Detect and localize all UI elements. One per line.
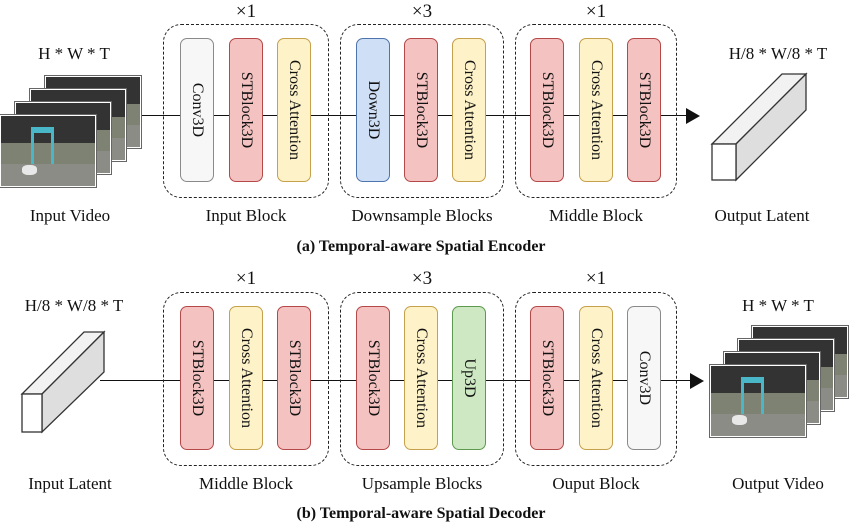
encoder-cross-attention-block: Cross Attention bbox=[277, 38, 311, 182]
encoder-group-3-label: Middle Block bbox=[549, 206, 643, 225]
encoder-middle-block-group bbox=[515, 24, 677, 198]
decoder-stblock3d-block: STBlock3D bbox=[356, 306, 390, 450]
encoder-output-dims: H/8 * W/8 * T bbox=[728, 44, 828, 63]
decoder-input-dims: H/8 * W/8 * T bbox=[24, 296, 124, 315]
encoder-cross-attention-block: Cross Attention bbox=[579, 38, 613, 182]
decoder-cross-attention-block: Cross Attention bbox=[579, 306, 613, 450]
encoder-cross-attention-block: Cross Attention bbox=[452, 38, 486, 182]
decoder-cross-attention-block: Cross Attention bbox=[229, 306, 263, 450]
decoder-group-3-label: Ouput Block bbox=[552, 474, 640, 493]
decoder-cross-attention-block: Cross Attention bbox=[404, 306, 438, 450]
encoder-down3d-block: Down3D bbox=[356, 38, 390, 182]
decoder-group-3-multiplier: ×1 bbox=[585, 268, 607, 289]
encoder-caption: (a) Temporal-aware Spatial Encoder bbox=[296, 238, 546, 255]
encoder-input-name: Input Video bbox=[29, 206, 111, 225]
video-frame bbox=[0, 115, 96, 187]
decoder-group-2-label: Upsample Blocks bbox=[361, 474, 483, 493]
encoder-output-name: Output Latent bbox=[714, 206, 810, 225]
encoder-group-2-multiplier: ×3 bbox=[411, 1, 433, 22]
decoder-output-block-group bbox=[515, 292, 677, 466]
encoder-downsample-blocks-group bbox=[340, 24, 504, 198]
encoder-conv3d-block: Conv3D bbox=[180, 38, 214, 182]
decoder-input-name: Input Latent bbox=[28, 474, 112, 493]
decoder-arrow-head bbox=[690, 373, 704, 389]
encoder-stblock3d-block: STBlock3D bbox=[530, 38, 564, 182]
decoder-output-name: Output Video bbox=[732, 474, 824, 493]
encoder-group-1-multiplier: ×1 bbox=[235, 1, 257, 22]
encoder-stblock3d-block: STBlock3D bbox=[229, 38, 263, 182]
encoder-stblock3d-block: STBlock3D bbox=[404, 38, 438, 182]
encoder-group-2-label: Downsample Blocks bbox=[351, 206, 493, 225]
video-frame bbox=[710, 365, 806, 437]
decoder-group-1-label: Middle Block bbox=[199, 474, 293, 493]
decoder-conv3d-block: Conv3D bbox=[627, 306, 661, 450]
decoder-upsample-blocks-group bbox=[340, 292, 504, 466]
decoder-stblock3d-block: STBlock3D bbox=[180, 306, 214, 450]
encoder-stblock3d-block: STBlock3D bbox=[627, 38, 661, 182]
encoder-arrow-head bbox=[686, 108, 700, 124]
decoder-stblock3d-block: STBlock3D bbox=[530, 306, 564, 450]
decoder-input-latent-cuboid bbox=[20, 330, 106, 434]
encoder-input-dims: H * W * T bbox=[38, 44, 110, 63]
decoder-group-1-multiplier: ×1 bbox=[235, 268, 257, 289]
decoder-stblock3d-block: STBlock3D bbox=[277, 306, 311, 450]
encoder-group-1-label: Input Block bbox=[205, 206, 287, 225]
decoder-middle-block-group bbox=[163, 292, 329, 466]
decoder-output-dims: H * W * T bbox=[742, 296, 814, 315]
decoder-group-2-multiplier: ×3 bbox=[411, 268, 433, 289]
encoder-group-3-multiplier: ×1 bbox=[585, 1, 607, 22]
decoder-up3d-block: Up3D bbox=[452, 306, 486, 450]
decoder-flow-line bbox=[100, 380, 692, 382]
encoder-output-latent-cuboid bbox=[710, 72, 808, 182]
decoder-caption: (b) Temporal-aware Spatial Decoder bbox=[296, 505, 546, 522]
encoder-input-block-group bbox=[163, 24, 329, 198]
